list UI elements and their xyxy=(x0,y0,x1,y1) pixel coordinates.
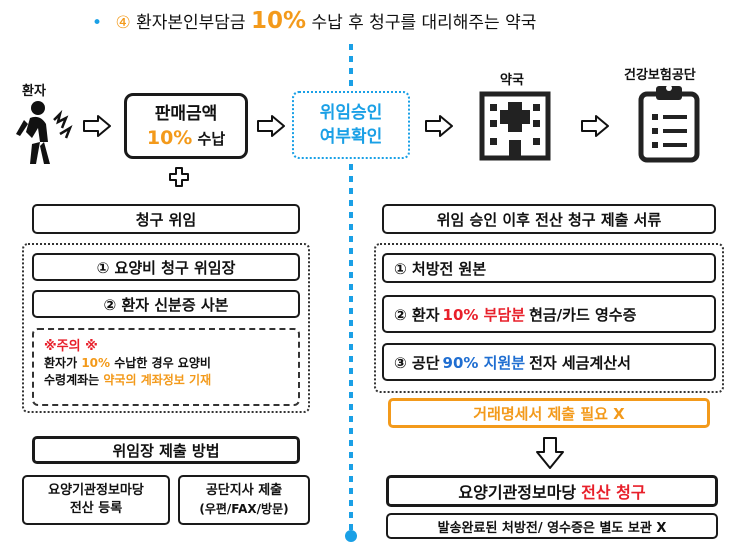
required-docs-group xyxy=(374,243,724,393)
delegation-doc-item: ② 환자 신분증 사본 xyxy=(32,290,300,318)
portal-claim-box: 요양기관정보마당 전산 청구 xyxy=(386,475,718,507)
sale-amount-box: 판매금액 10% 수납 xyxy=(124,93,248,159)
plus-icon xyxy=(169,167,189,187)
delegation-docs-group xyxy=(22,243,310,413)
post-approval-docs-title: 위임 승인 이후 전산 청구 제출 서류 xyxy=(382,204,716,234)
arrow-right-icon xyxy=(83,115,111,137)
arrow-down-icon xyxy=(536,437,564,469)
method-branch-box: 공단지사 제출 (우편/FAX/방문) xyxy=(178,475,310,525)
approval-check-box: 위임승인 여부확인 xyxy=(292,91,410,159)
patient-pain-icon xyxy=(16,101,73,164)
arrow-right-icon xyxy=(257,115,285,137)
nhis-label: 건강보험공단 xyxy=(624,68,696,83)
bullet: • xyxy=(92,13,103,33)
submission-method-title: 위임장 제출 방법 xyxy=(32,436,300,464)
patient-label: 환자 xyxy=(22,84,46,99)
method-electronic-box: 요양기관정보마당 전산 등록 xyxy=(22,475,170,525)
required-doc-item: ③ 공단 90% 지원분 전자 세금계산서 xyxy=(382,343,716,381)
claim-delegation-title: 청구 위임 xyxy=(32,204,300,234)
caution-box: ※주의 ※ 환자가 10% 수납한 경우 요양비 수령계좌는 약국의 계좌정보 … xyxy=(32,328,300,406)
sale-amount-title: 판매금액 xyxy=(154,103,218,124)
required-doc-item: ② 환자 10% 부담분 현금/카드 영수증 xyxy=(382,295,716,333)
delegation-doc-item: ① 요양비 청구 위임장 xyxy=(32,253,300,281)
no-statement-box: 거래명세서 제출 필요 X xyxy=(388,398,710,428)
caution-title: ※주의 ※ xyxy=(44,339,98,354)
header-title: • ④ 환자본인부담금 10% 수납 후 청구를 대리해주는 약국 xyxy=(92,8,537,34)
arrow-right-icon xyxy=(425,115,453,137)
clipboard-list-icon xyxy=(638,85,700,163)
hospital-building-icon xyxy=(479,91,551,161)
required-doc-item: ① 처방전 원본 xyxy=(382,253,716,283)
sale-percent: 10% xyxy=(146,126,193,149)
keep-note-box: 발송완료된 처방전/ 영수증은 별도 보관 X xyxy=(386,513,718,539)
header-percent: 10% xyxy=(250,8,307,34)
pharmacy-label: 약국 xyxy=(500,73,524,88)
vertical-divider xyxy=(345,44,357,542)
arrow-right-icon xyxy=(581,115,609,137)
step-number: ④ xyxy=(115,13,131,33)
